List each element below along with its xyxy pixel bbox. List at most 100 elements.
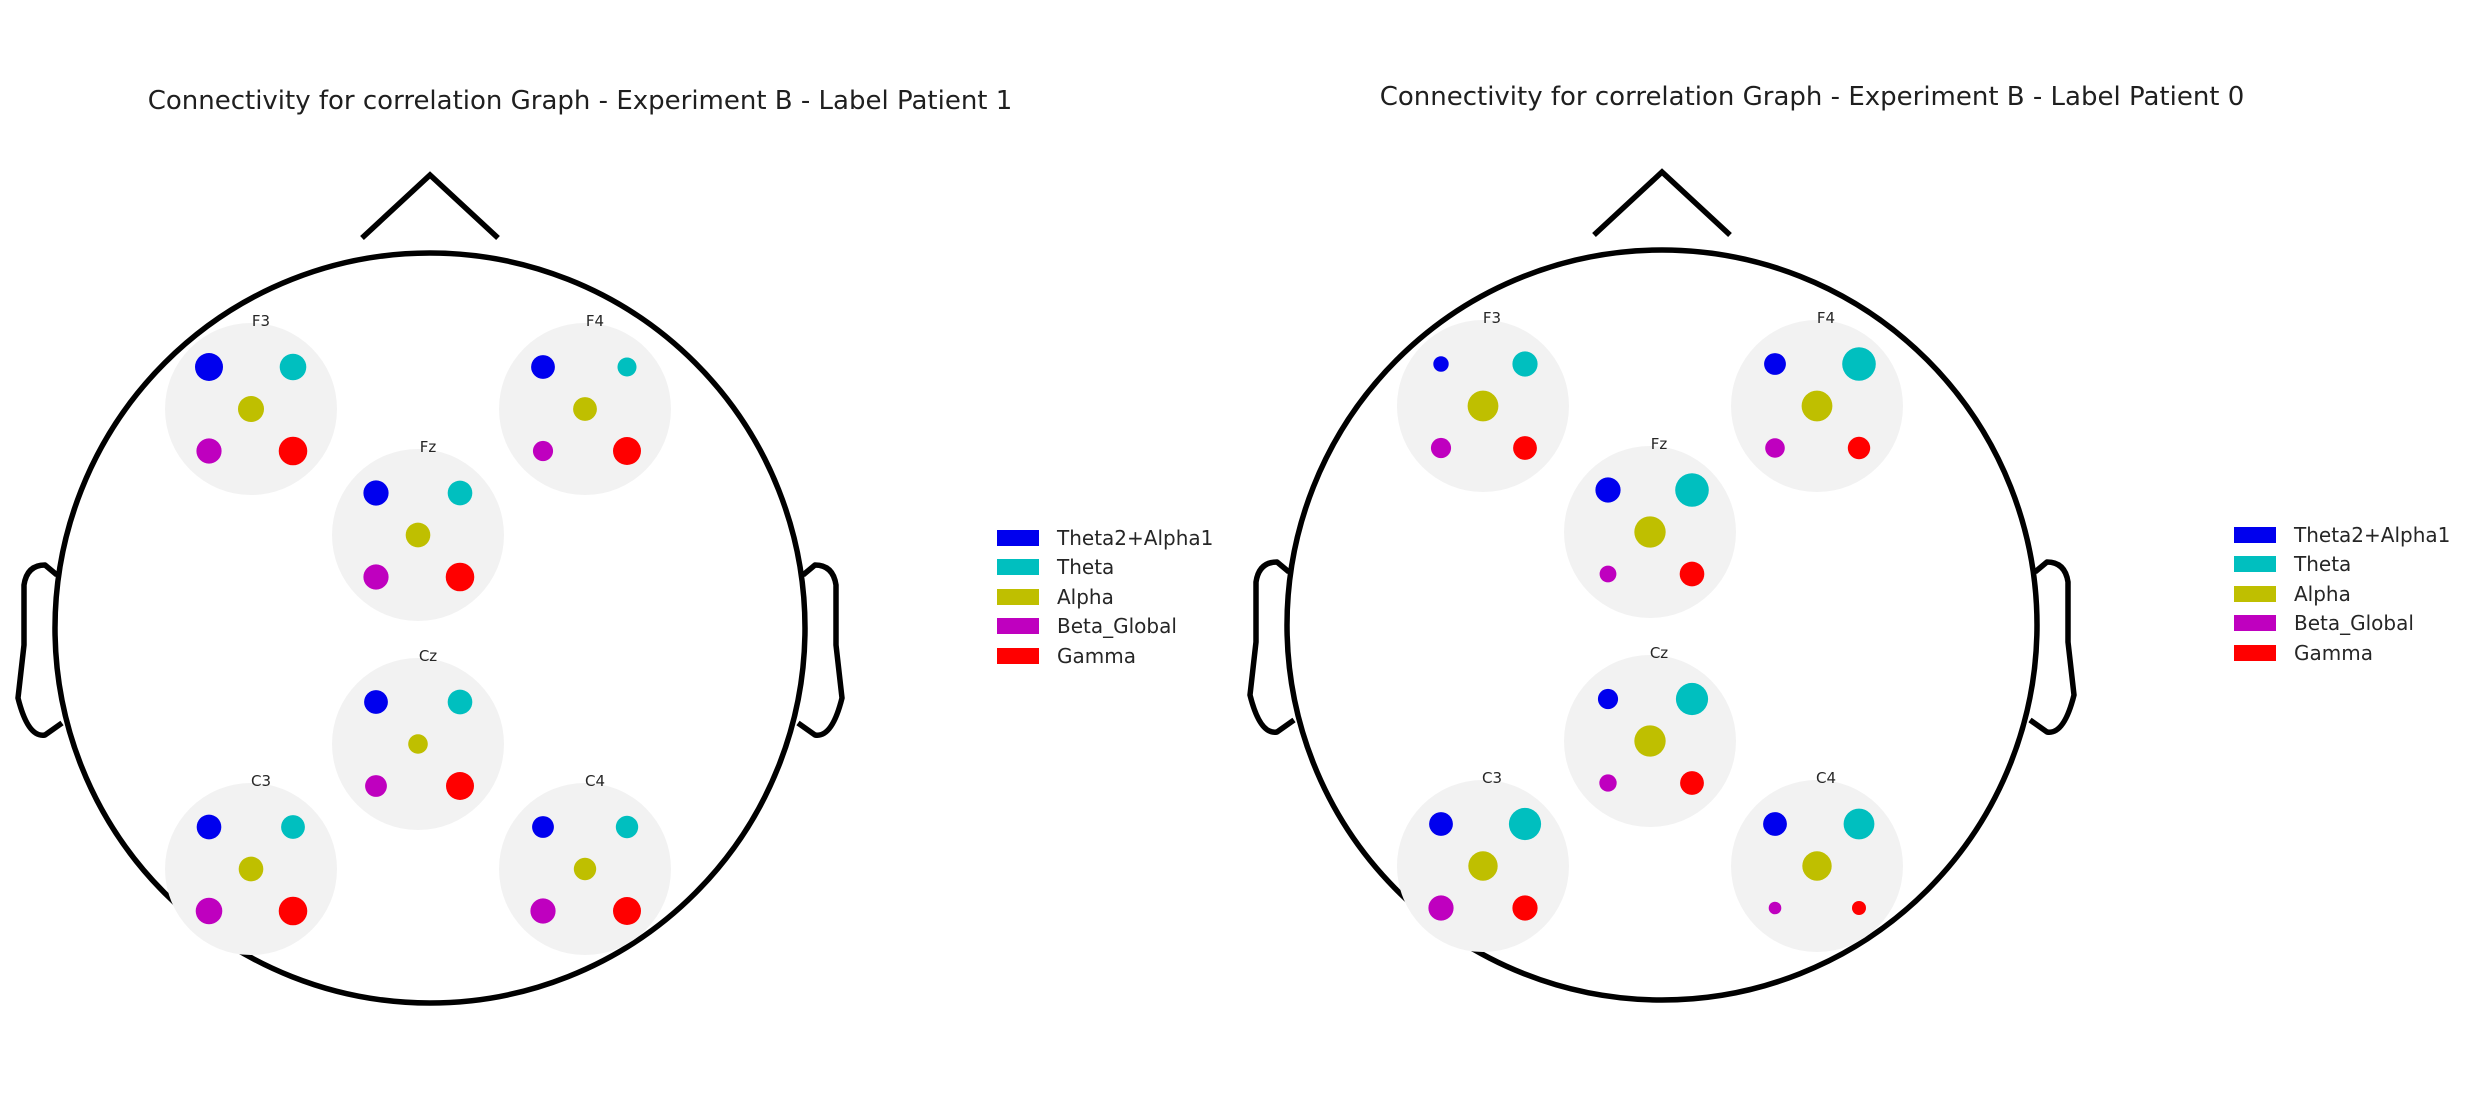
band-dot-beta-global [195, 897, 223, 925]
band-dot-gamma [278, 436, 308, 466]
band-dot-theta [615, 815, 639, 839]
band-dot-theta2-alpha1 [1763, 812, 1787, 836]
band-dot-theta [617, 357, 637, 377]
electrode-group: C3 [1397, 769, 1569, 952]
band-dot-alpha [237, 395, 265, 423]
band-dot-beta-global [1768, 901, 1782, 915]
band-dot-gamma [445, 562, 475, 592]
electrode-label: Cz [1650, 644, 1668, 662]
legend-label: Alpha [2294, 582, 2351, 606]
band-dot-alpha [1802, 851, 1832, 881]
band-dot-theta [447, 689, 473, 715]
band-dot-theta2-alpha1 [1433, 356, 1449, 372]
legend-swatch-theta [2234, 556, 2276, 572]
band-dot-theta2-alpha1 [195, 353, 223, 381]
electrode-label: C4 [1816, 769, 1836, 787]
electrode-label: Fz [1651, 435, 1668, 453]
band-dot-beta-global [530, 898, 556, 924]
nose-outline [1592, 168, 1732, 238]
band-dot-beta-global [532, 440, 554, 462]
band-dot-theta2-alpha1 [1597, 688, 1619, 710]
band-dot-gamma [1679, 561, 1705, 587]
electrode-label: Cz [419, 647, 437, 665]
band-dot-beta-global [1765, 438, 1785, 458]
electrode-group: F4 [1731, 309, 1903, 492]
band-dot-gamma [1512, 895, 1538, 921]
band-dot-alpha [1801, 390, 1833, 422]
band-dot-beta-global [1430, 437, 1452, 459]
left-ear-outline [1247, 559, 1296, 735]
band-dot-theta2-alpha1 [363, 480, 389, 506]
legend-label: Beta_Global [1057, 614, 1177, 638]
band-dot-theta2-alpha1 [1595, 477, 1621, 503]
electrode-label: F3 [252, 312, 270, 330]
electrode-group: F3 [165, 312, 337, 495]
band-dot-theta [1675, 682, 1709, 716]
electrode-group: C4 [499, 772, 671, 955]
legend-swatch-theta2-alpha1 [2234, 527, 2276, 543]
band-dot-theta [279, 353, 307, 381]
legend-swatch-gamma [2234, 645, 2276, 661]
legend-swatch-alpha [2234, 586, 2276, 602]
legend: Theta2+Alpha1 Theta Alpha Beta_Global Ga… [2234, 523, 2450, 665]
legend-label: Theta2+Alpha1 [2293, 523, 2450, 547]
electrode-label: C3 [1482, 769, 1502, 787]
band-dot-gamma [1680, 771, 1704, 795]
legend-swatch-beta-global [2234, 615, 2276, 631]
legend-label: Gamma [1057, 644, 1136, 668]
electrode-label: C3 [251, 772, 271, 790]
band-dot-beta-global [365, 775, 387, 797]
band-dot-theta [1508, 807, 1542, 841]
legend-label: Theta2+Alpha1 [1056, 526, 1213, 550]
legend-swatch-gamma [997, 648, 1039, 664]
band-dot-theta [1675, 473, 1709, 507]
left-ear-outline [15, 562, 64, 738]
electrode-label: F3 [1483, 309, 1501, 327]
electrode-group: C4 [1731, 769, 1903, 952]
legend-label: Gamma [2294, 641, 2373, 665]
band-dot-alpha [1634, 516, 1666, 548]
band-dot-beta-global [363, 564, 389, 590]
left-figure: Connectivity for correlation Graph - Exp… [15, 86, 1213, 1006]
band-dot-beta-global [1599, 774, 1617, 792]
electrode-group: Cz [332, 647, 504, 830]
electrode-label: F4 [586, 312, 604, 330]
legend-swatch-theta [997, 559, 1039, 575]
right-ear-outline [2028, 559, 2077, 735]
band-dot-theta [1512, 351, 1538, 377]
band-dot-theta2-alpha1 [532, 816, 554, 838]
legend-swatch-theta2-alpha1 [997, 530, 1039, 546]
band-dot-alpha [405, 522, 431, 548]
band-dot-alpha [238, 856, 264, 882]
band-dot-theta2-alpha1 [196, 814, 222, 840]
band-dot-theta2-alpha1 [1429, 812, 1453, 836]
band-dot-beta-global [1599, 565, 1617, 583]
band-dot-theta2-alpha1 [364, 690, 388, 714]
electrode-group: F3 [1397, 309, 1569, 492]
electrode-group: F4 [499, 312, 671, 495]
band-dot-gamma [613, 437, 641, 465]
electrode-group: Fz [332, 438, 504, 621]
band-dot-theta [447, 480, 473, 506]
band-dot-gamma [613, 897, 641, 925]
nose-outline [360, 171, 500, 241]
band-dot-beta-global [196, 438, 222, 464]
head-outline [52, 250, 808, 1006]
band-dot-alpha [573, 397, 597, 421]
electrode-label: C4 [585, 772, 605, 790]
band-dot-gamma [446, 772, 474, 800]
legend-label: Alpha [1057, 585, 1114, 609]
legend: Theta2+Alpha1 Theta Alpha Beta_Global Ga… [997, 526, 1213, 668]
right-panel: Connectivity for correlation Graph - Exp… [1237, 0, 2474, 1095]
legend-swatch-beta-global [997, 618, 1039, 634]
electrode-label: Fz [420, 438, 437, 456]
band-dot-theta [1842, 347, 1876, 381]
band-dot-theta2-alpha1 [1764, 353, 1786, 375]
panel-title: Connectivity for correlation Graph - Exp… [148, 86, 1013, 116]
legend-label: Theta [2293, 552, 2351, 576]
head-outline [1284, 247, 2040, 1003]
band-dot-theta [281, 815, 305, 839]
electrode-label: F4 [1817, 309, 1835, 327]
legend-swatch-alpha [997, 589, 1039, 605]
electrode-group: Cz [1564, 644, 1736, 827]
